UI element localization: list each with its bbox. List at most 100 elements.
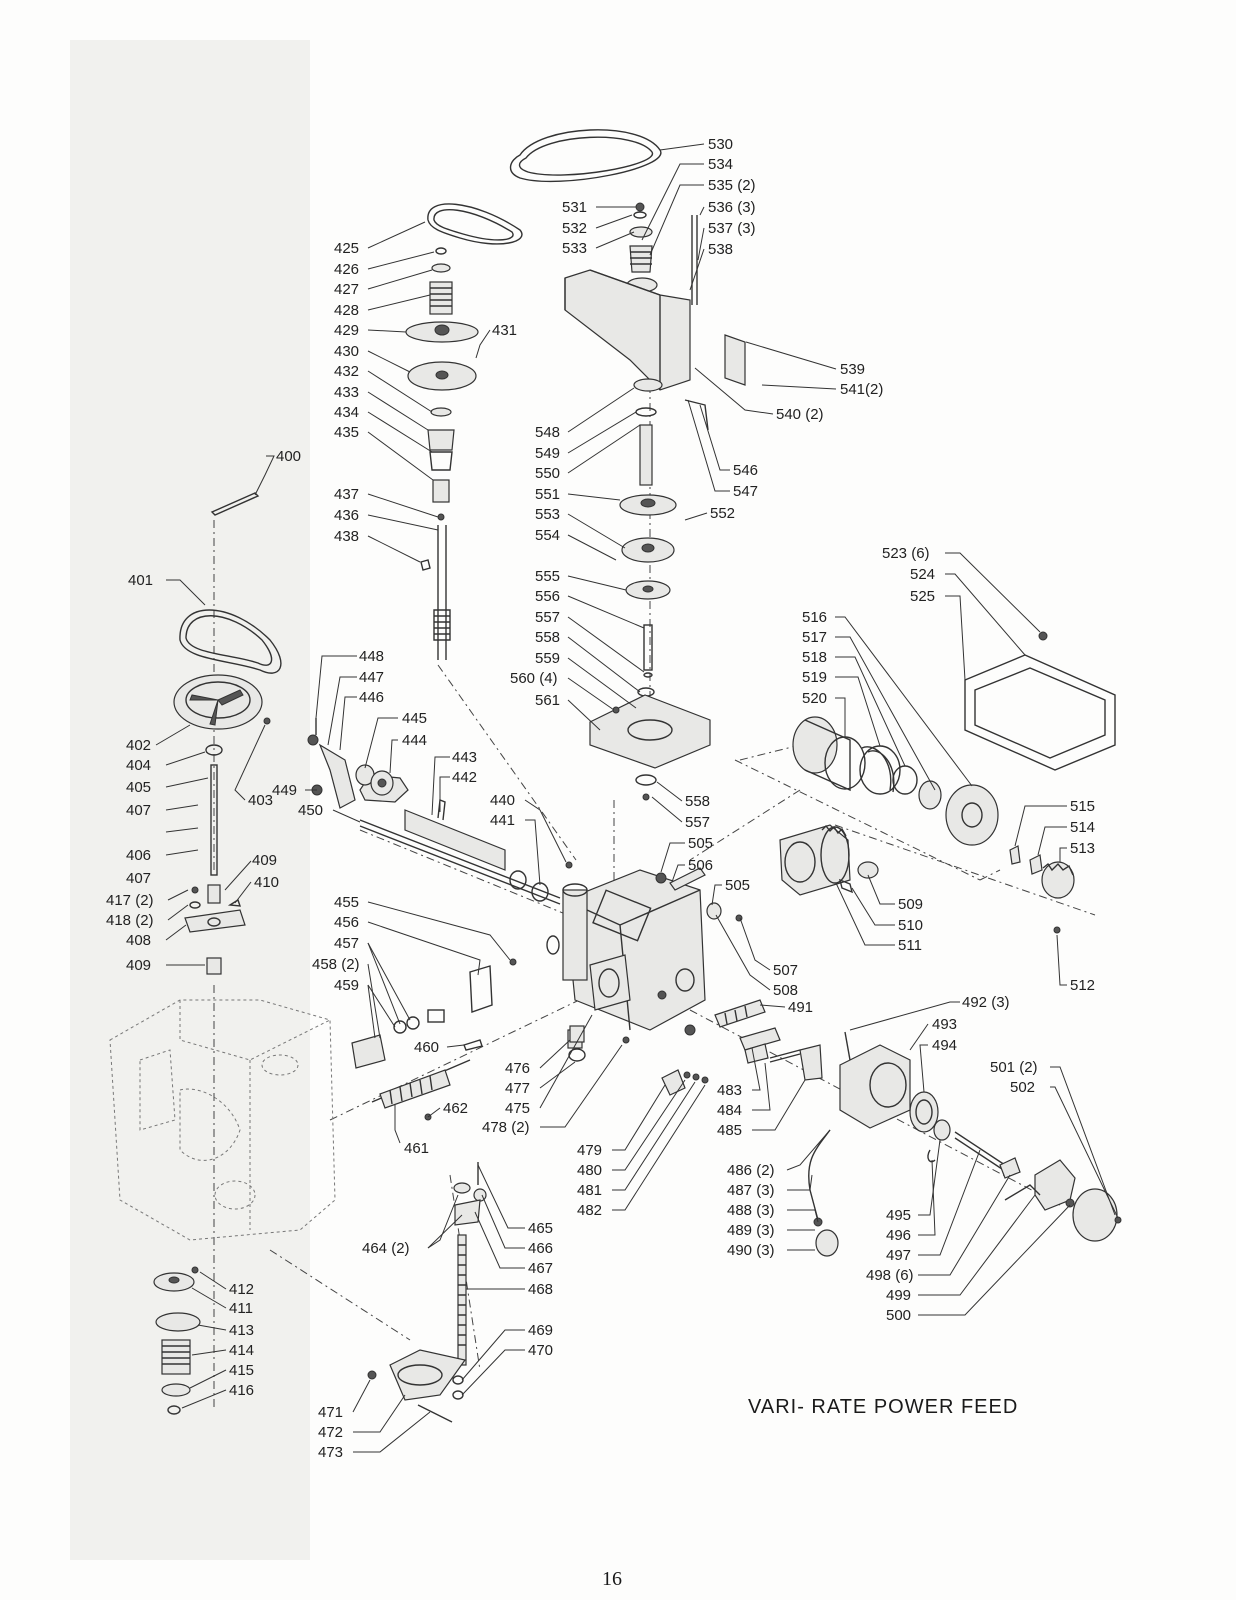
callout-label: 458 (2): [312, 956, 360, 973]
callout-label: 539: [840, 361, 865, 378]
callout-label: 436: [334, 507, 359, 524]
callout-label: 517: [802, 629, 827, 646]
callout-label: 473: [318, 1444, 343, 1461]
callout-label: 485: [717, 1122, 742, 1139]
callout-label: 523 (6): [882, 545, 930, 562]
callout-label: 407: [126, 802, 151, 819]
callout-label: 416: [229, 1382, 254, 1399]
callout-label: 559: [535, 650, 560, 667]
callout-label: 456: [334, 914, 359, 931]
callout-label: 460: [414, 1039, 439, 1056]
callout-label: 400: [276, 448, 301, 465]
callout-label: 468: [528, 1281, 553, 1298]
callout-label: 514: [1070, 819, 1095, 836]
callout-label: 466: [528, 1240, 553, 1257]
callout-label: 484: [717, 1102, 742, 1119]
callout-label: 449: [272, 782, 297, 799]
callout-label: 505: [725, 877, 750, 894]
callout-label: 511: [898, 937, 922, 954]
callout-label: 490 (3): [727, 1242, 775, 1259]
callout-label: 467: [528, 1260, 553, 1277]
callout-label: 507: [773, 962, 798, 979]
callout-label: 493: [932, 1016, 957, 1033]
callout-label: 425: [334, 240, 359, 257]
callout-label: 547: [733, 483, 758, 500]
callout-label: 561: [535, 692, 560, 709]
callout-label: 464 (2): [362, 1240, 410, 1257]
callout-label: 512: [1070, 977, 1095, 994]
callout-label: 483: [717, 1082, 742, 1099]
power-feed-control: [714, 999, 1122, 1257]
callout-label: 442: [452, 769, 477, 786]
lower-spring-stack: [153, 1266, 201, 1415]
callout-label: 411: [229, 1300, 253, 1317]
callout-label: 535 (2): [708, 177, 756, 194]
callout-label: 479: [577, 1142, 602, 1159]
callout-label: 482: [577, 1202, 602, 1219]
gearbox-housing: [546, 869, 706, 1049]
callout-label: 548: [535, 424, 560, 441]
leader-lines: [155, 143, 1119, 1453]
callout-label: 505: [688, 835, 713, 852]
callout-label: 429: [334, 322, 359, 339]
callout-label: 404: [126, 757, 151, 774]
callout-label: 403: [248, 792, 273, 809]
callout-label: 426: [334, 261, 359, 278]
callout-label: 430: [334, 343, 359, 360]
callout-label: 448: [359, 648, 384, 665]
callout-label: 499: [886, 1287, 911, 1304]
callout-label: 481: [577, 1182, 602, 1199]
lower-shaft-parts: [351, 958, 630, 1121]
page-shading: [70, 40, 310, 1560]
callout-label: 534: [708, 156, 733, 173]
callout-label: 502: [1010, 1079, 1035, 1096]
callout-label: 455: [334, 894, 359, 911]
handwheel-assembly: [173, 674, 271, 975]
callout-label: 492 (3): [962, 994, 1010, 1011]
callout-label: 480: [577, 1162, 602, 1179]
callout-label: 476: [505, 1060, 530, 1077]
callout-label: 541(2): [840, 381, 883, 398]
callout-label: 556: [535, 588, 560, 605]
callout-label: 469: [528, 1322, 553, 1339]
callout-label: 510: [898, 917, 923, 934]
callout-label: 487 (3): [727, 1182, 775, 1199]
callout-label: 438: [334, 528, 359, 545]
callout-label: 428: [334, 302, 359, 319]
motor-pulley-stack: [405, 247, 479, 660]
callout-label: 553: [535, 506, 560, 523]
callout-label: 498 (6): [866, 1267, 914, 1284]
callout-label: 558: [685, 793, 710, 810]
v-belt-401: [179, 609, 282, 674]
callout-label: 501 (2): [990, 1059, 1038, 1076]
callout-label: 551: [535, 486, 560, 503]
callout-label: 508: [773, 982, 798, 999]
callout-label: 497: [886, 1247, 911, 1264]
callout-label: 549: [535, 445, 560, 462]
callout-label: 515: [1070, 798, 1095, 815]
callout-label: 531: [562, 199, 587, 216]
callout-label: 462: [443, 1100, 468, 1117]
callout-label: 525: [910, 588, 935, 605]
hex-key-400: [210, 492, 260, 516]
callout-label: 457: [334, 935, 359, 952]
callout-label: 409: [126, 957, 151, 974]
callout-label: 447: [359, 669, 384, 686]
machine-head-ghost: [109, 999, 336, 1241]
callout-label: 435: [334, 424, 359, 441]
callout-label: 418 (2): [106, 912, 154, 929]
callout-label: 552: [710, 505, 735, 522]
callout-label: 434: [334, 404, 359, 421]
v-belt-530: [509, 129, 662, 183]
callout-label: 432: [334, 363, 359, 380]
callout-label: 415: [229, 1362, 254, 1379]
callout-label: 408: [126, 932, 151, 949]
callout-label: 491: [788, 999, 813, 1016]
callout-label: 555: [535, 568, 560, 585]
callout-label: 470: [528, 1342, 553, 1359]
callout-label: 431: [492, 322, 517, 339]
callout-label: 478 (2): [482, 1119, 530, 1136]
callout-label: 413: [229, 1322, 254, 1339]
callout-label: 516: [802, 609, 827, 626]
